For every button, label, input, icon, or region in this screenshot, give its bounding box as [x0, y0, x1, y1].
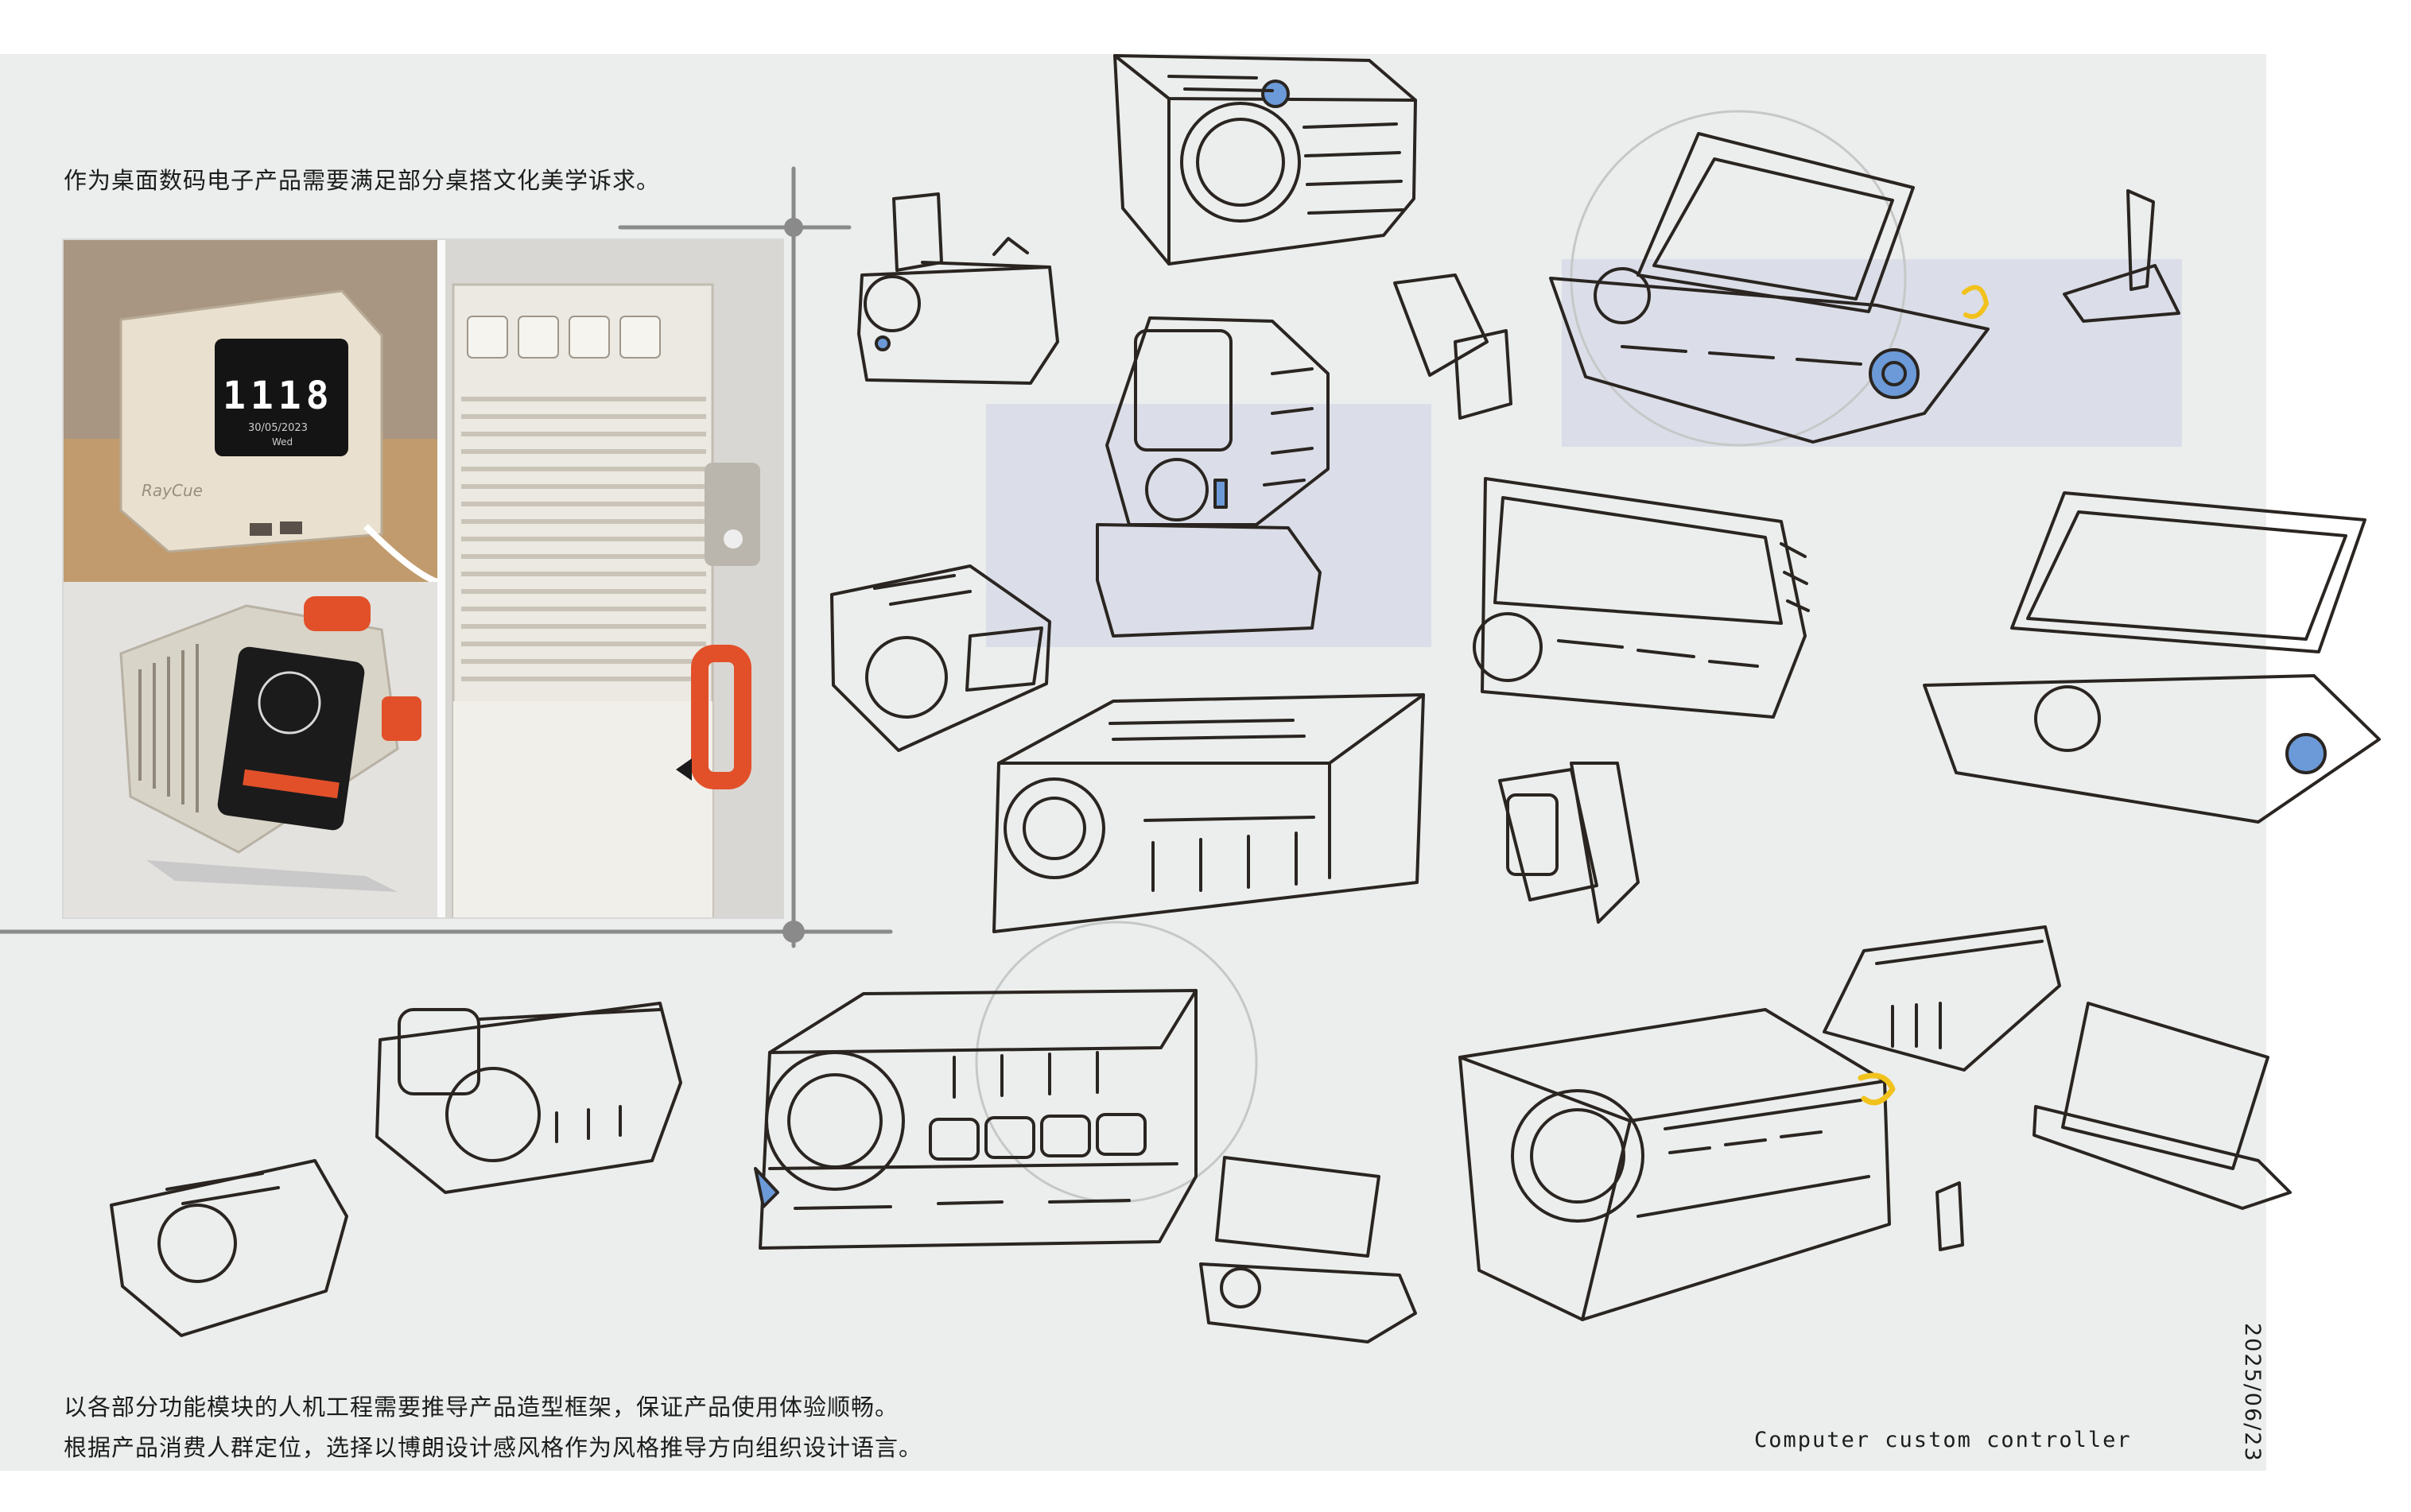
ribbed-clip-hole [724, 529, 743, 549]
ribbed-clip [705, 463, 760, 566]
radio-dial [258, 671, 321, 735]
radio-grille [138, 644, 199, 812]
clock-date: 30/05/2023 [248, 422, 308, 434]
sketch-laptop-right [1923, 491, 2381, 824]
sketch-bottom-right-console [1458, 1008, 1896, 1321]
date-stamp: 2025/06/23 [2240, 1323, 2265, 1463]
button-1 [467, 316, 508, 359]
radio-knob [304, 596, 371, 631]
sketch-small-box-stand [857, 192, 1059, 385]
footer-line-2: 根据产品消费人群定位，选择以博朗设计感风格作为风格推导方向组织设计语言。 [64, 1434, 923, 1461]
footer-line-1: 以各部分功能模块的人机工程需要推导产品造型框架，保证产品使用体验顺畅。 [64, 1394, 899, 1421]
button-3 [569, 316, 610, 359]
clock-port-1 [250, 523, 272, 536]
button-2 [518, 316, 559, 359]
photo-collage-art: 1118 30/05/2023 Wed RayCue [64, 240, 782, 917]
ribbed-lower-panel [453, 701, 712, 917]
clock-port-2 [280, 521, 302, 534]
radio-side-button [382, 696, 421, 741]
clock-day: Wed [272, 436, 293, 448]
ribbed-grille [461, 397, 706, 681]
sketch-bottom-left-stack [375, 1002, 682, 1194]
sketch-handheld-vertical [1096, 316, 1330, 638]
sketch-screen-stand-right [1935, 1002, 2292, 1251]
construction-circle-2 [975, 921, 1258, 1204]
crosshair-dot-1 [784, 218, 803, 237]
sketch-projector-top [1113, 54, 1417, 266]
construction-circle-1 [1570, 110, 1907, 447]
sketch-module-right [1823, 925, 2061, 1072]
clock-screen [215, 339, 348, 456]
radio-meter [243, 769, 340, 799]
sketch-joystick-top-right [2063, 189, 2180, 323]
clock-brand: RayCue [142, 481, 203, 500]
sketch-tilt-stand [1199, 1156, 1417, 1343]
button-4 [619, 316, 661, 359]
crosshair-dot-2 [782, 921, 805, 943]
sketch-angled-box [1393, 273, 1512, 420]
intro-text: 作为桌面数码电子产品需要满足部分桌搭文化美学诉求。 [64, 167, 661, 194]
caption-text: Computer custom controller [1754, 1428, 2132, 1452]
product-photo-collage: 1118 30/05/2023 Wed RayCue [62, 238, 784, 919]
sketch-big-console [992, 693, 1425, 933]
crosshair-lines [0, 166, 893, 948]
sketch-bottom-console [754, 989, 1198, 1250]
pointer-arrow [676, 758, 692, 781]
clock-digits: 1118 [223, 374, 334, 418]
radio-stand [146, 860, 398, 892]
orange-handle [691, 645, 751, 789]
sketch-phone-stand [1498, 762, 1640, 924]
sketch-panel-console [1473, 477, 1810, 719]
sketch-desk-unit-small [830, 564, 1051, 752]
clock-cable [363, 524, 439, 585]
sketch-laptop-top-right [1549, 132, 1990, 444]
sketch-bottom-left-unit [110, 1159, 348, 1337]
